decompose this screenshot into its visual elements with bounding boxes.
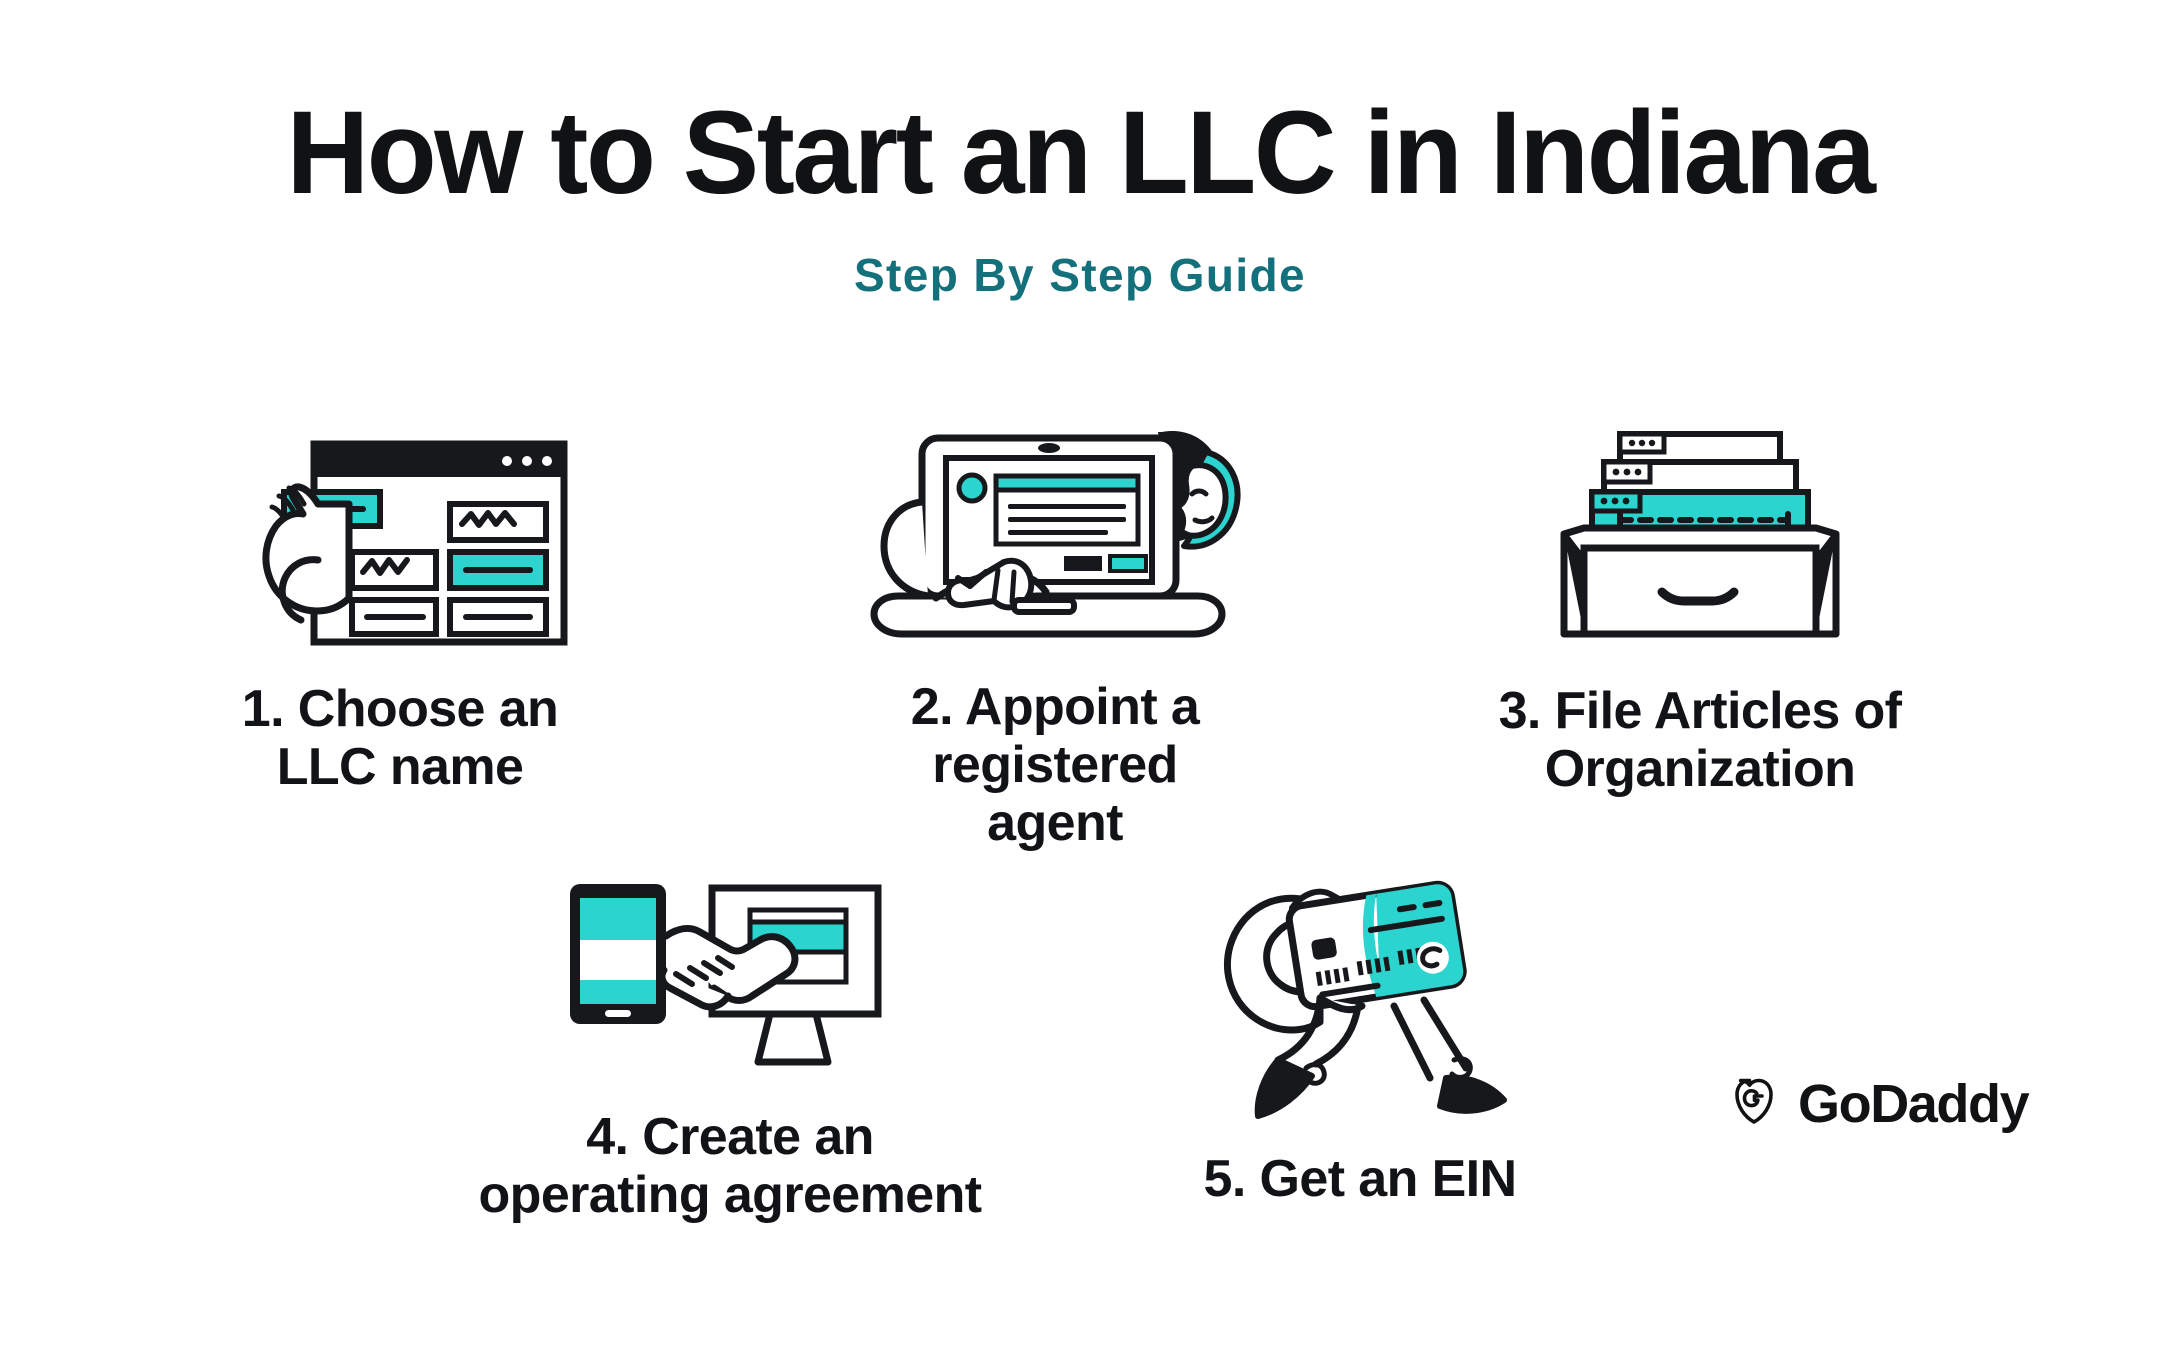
- page-title: How to Start an LLC in Indiana: [286, 87, 1876, 219]
- handshake-phone-monitor-icon: [560, 870, 890, 1085]
- laptop-person-typing-icon: [862, 410, 1252, 660]
- step-label-2: 2. Appoint a registered agent: [910, 678, 1200, 853]
- filing-drawer-documents-icon: [1548, 420, 1848, 650]
- step-label-4: 4. Create an operating agreement: [478, 1108, 983, 1225]
- step-label-1: 1. Choose an LLC name: [241, 680, 559, 797]
- godaddy-wordmark: GoDaddy: [1798, 1073, 2030, 1134]
- step-label-3: 3. File Articles of Organization: [1498, 682, 1902, 799]
- walking-credit-card-icon: [1198, 860, 1518, 1130]
- browser-window-hand-pointing-icon: [218, 430, 578, 660]
- godaddy-logo[interactable]: GoDaddy: [1726, 1072, 2030, 1135]
- step-label-5: 5. Get an EIN: [1203, 1150, 1518, 1208]
- godaddy-heart-logo-icon: [1726, 1072, 1784, 1135]
- page-subtitle: Step By Step Guide: [853, 249, 1307, 301]
